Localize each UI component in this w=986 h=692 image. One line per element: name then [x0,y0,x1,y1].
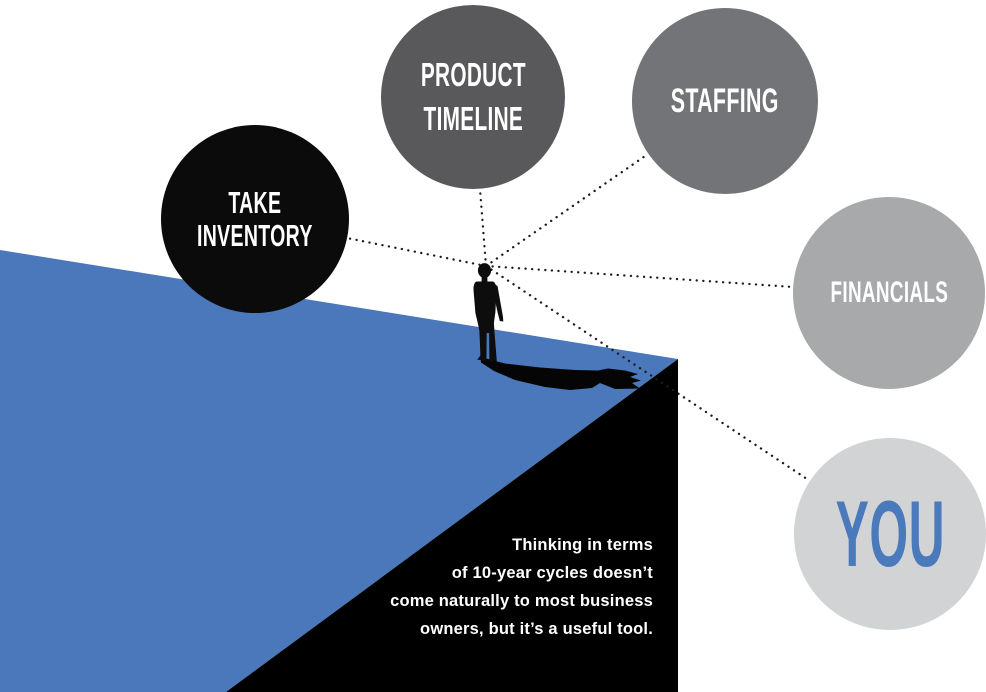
dotted-line-you [484,264,812,483]
caption-line: of 10-year cycles doesn’t [451,564,653,582]
label-line: PRODUCT [420,56,526,94]
circle-staffing: STAFFING [632,8,818,194]
label-line: YOU [835,481,945,586]
label-line: FINANCIALS [830,276,948,309]
label-line: TIMELINE [423,100,523,137]
caption-line: owners, but it’s a useful tool. [420,620,653,638]
caption-text: Thinking in terms of 10-year cycles does… [390,531,653,643]
circle-product-timeline-label: PRODUCT TIMELINE [420,53,525,140]
cliff-face-icon [226,359,678,692]
dotted-lines-group [345,152,812,483]
circle-take-inventory-label: TAKE INVENTORY [197,184,313,253]
dotted-line-product-timeline [478,187,488,268]
circle-financials: FINANCIALS [793,197,985,389]
dotted-line-financials [484,264,795,289]
businessman-silhouette-icon [473,263,504,362]
circle-staffing-label: STAFFING [671,82,779,121]
caption-line: Thinking in terms [512,536,653,554]
label-line: TAKE [228,184,282,220]
circle-you: YOU [794,438,986,630]
person-shadow-icon [480,357,641,390]
caption-line: come naturally to most business [390,592,653,610]
label-line: INVENTORY [197,218,313,253]
dotted-line-take-inventory [345,236,488,268]
circle-product-timeline: PRODUCT TIMELINE [381,5,565,189]
cliff-top-icon [0,250,678,692]
circle-take-inventory: TAKE INVENTORY [161,125,349,313]
label-line: STAFFING [670,81,780,120]
dotted-line-staffing [484,152,650,268]
circle-financials-label: FINANCIALS [830,276,948,310]
circle-you-label: YOU [835,480,945,588]
